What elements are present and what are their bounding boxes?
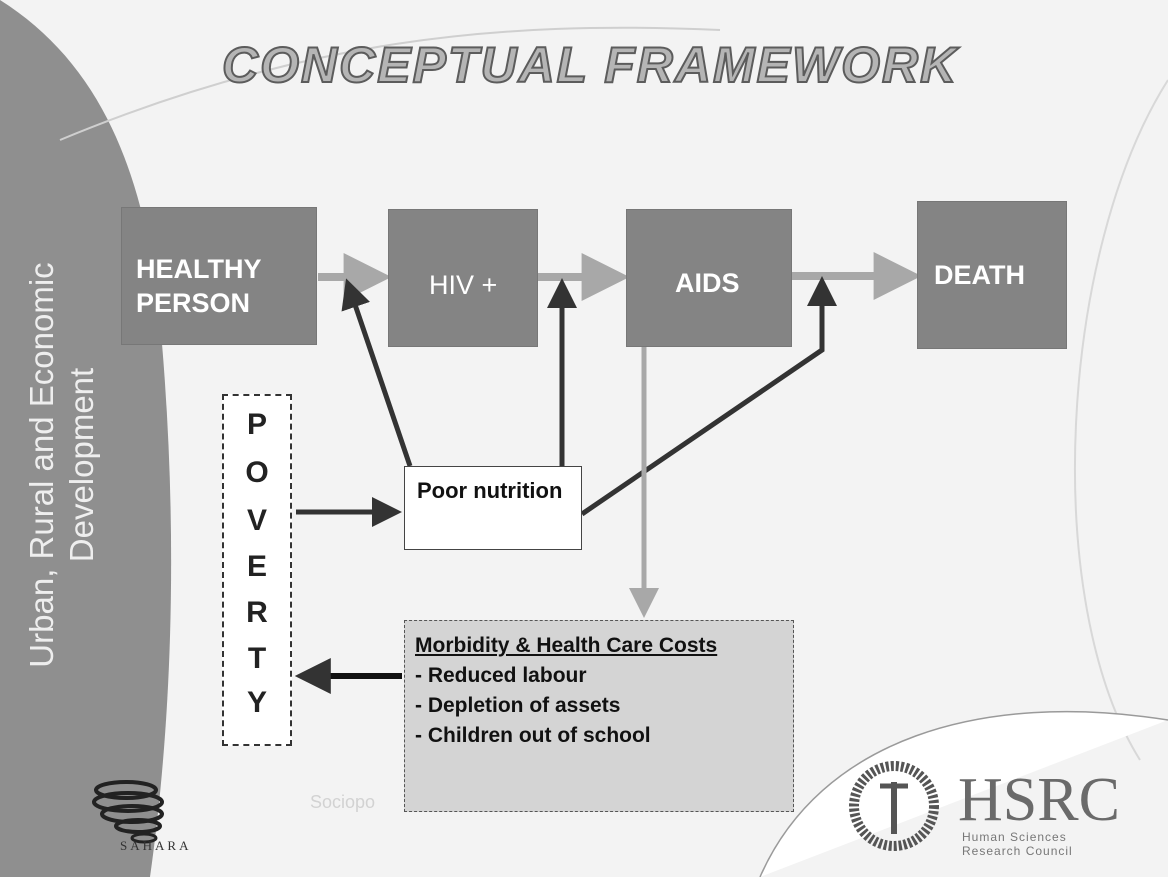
arrow-nutrition-healthy <box>341 278 413 467</box>
poverty-letter: T <box>247 642 267 675</box>
decor-curve <box>59 26 721 141</box>
arrow-nutrition-death <box>580 276 837 517</box>
hsrc-sub-line-2: Research Council <box>962 844 1073 858</box>
costs-heading: Morbidity & Health Care Costs <box>415 634 718 657</box>
slide-title: CONCEPTUAL FRAMEWORK <box>221 36 959 94</box>
box-healthy-person: HEALTHY PERSON <box>122 208 316 344</box>
box-aids-label: AIDS <box>675 268 740 298</box>
poverty-box: P O V E R T Y <box>222 394 292 746</box>
hsrc-logo-word: HSRC <box>958 766 1120 834</box>
poverty-letter: O <box>245 456 269 489</box>
hsrc-sub-line-1: Human Sciences <box>962 830 1067 844</box>
decor-curve <box>1074 79 1168 761</box>
box-aids: AIDS <box>627 210 791 346</box>
costs-item: - Reduced labour <box>415 664 587 687</box>
sahara-logo-graphic <box>92 780 164 844</box>
footer-text: Sociopo <box>310 792 376 812</box>
hsrc-logo-subtitle: Human Sciences Research Council <box>962 830 1073 858</box>
box-death: DEATH <box>918 202 1066 348</box>
poor-nutrition-box: Poor nutrition <box>404 466 582 550</box>
costs-box: Morbidity & Health Care Costs - Reduced … <box>404 620 794 812</box>
hsrc-logo: HSRC Human Sciences Research Council <box>846 760 1146 870</box>
poverty-letter: Y <box>246 686 267 719</box>
poverty-letter: E <box>246 550 267 583</box>
sahara-logo-caption: SAHARA <box>120 838 192 853</box>
poverty-letter: R <box>246 596 268 629</box>
side-label: Urban, Rural and Economic Development <box>23 262 100 668</box>
box-death-label: DEATH <box>934 260 1025 290</box>
box-healthy-label: HEALTHY PERSON <box>136 254 262 318</box>
poverty-letter: P <box>246 408 267 441</box>
box-hiv-positive: HIV + <box>389 210 537 346</box>
box-hiv-label: HIV + <box>429 270 498 300</box>
poverty-letter: V <box>246 504 267 537</box>
costs-item: - Children out of school <box>415 724 651 747</box>
hsrc-logo-graphic <box>849 761 939 851</box>
costs-item: - Depletion of assets <box>415 694 621 717</box>
sahara-logo: SAHARA <box>84 758 254 870</box>
